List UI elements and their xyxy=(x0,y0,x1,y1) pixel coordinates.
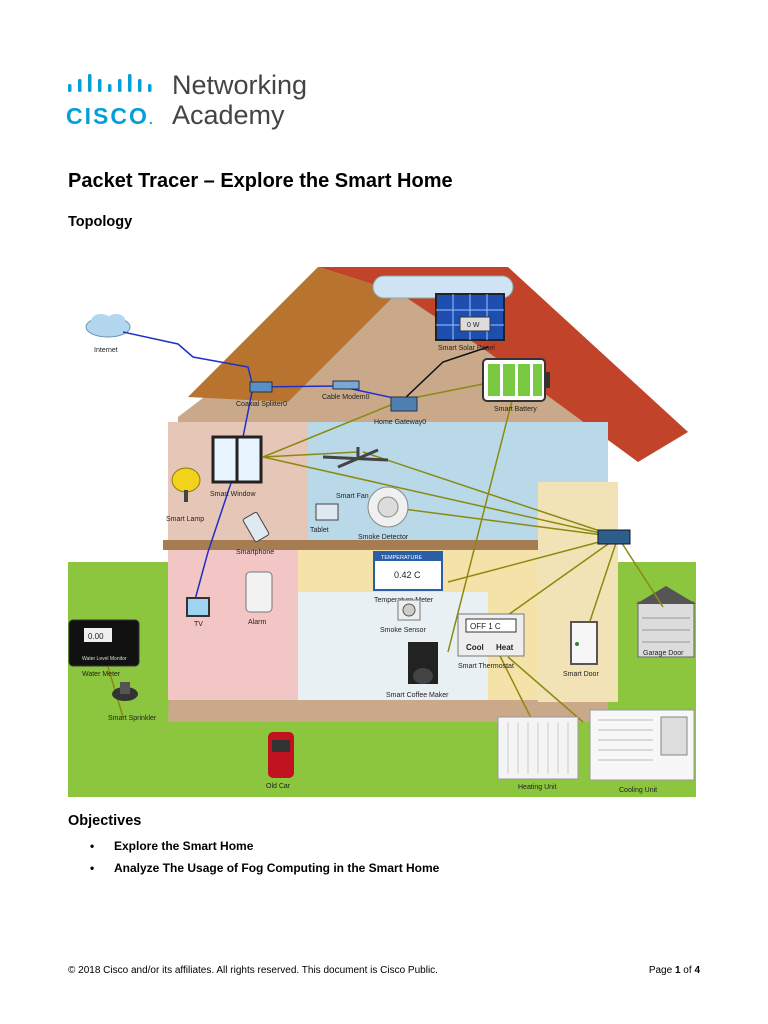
objective-item: •Analyze The Usage of Fog Computing in t… xyxy=(90,861,440,875)
tv-icon xyxy=(186,597,210,617)
wooden-roof xyxy=(188,267,398,402)
smart-door-label: Smart Door xyxy=(563,671,599,678)
internet-label: Internet xyxy=(94,347,118,354)
old-car-label: Old Car xyxy=(266,783,291,790)
sprinkler-icon xyxy=(112,682,138,701)
objectives-heading: Objectives xyxy=(68,813,142,829)
cisco-networking-academy-logo: CISCO. Networking Academy xyxy=(66,70,326,132)
heating-unit-icon xyxy=(497,716,579,780)
internet-cloud-icon xyxy=(85,314,131,338)
network-links xyxy=(107,331,664,733)
tiled-roof xyxy=(318,267,688,462)
objectives-list: •Explore the Smart Home •Analyze The Usa… xyxy=(68,838,439,882)
coffee-maker-icon xyxy=(408,642,438,684)
logo-networking-text: Networking xyxy=(172,70,308,100)
alarm-icon xyxy=(245,571,273,613)
old-car-icon xyxy=(268,732,294,778)
objective-item: •Explore the Smart Home xyxy=(90,839,254,853)
smart-lamp-icon xyxy=(171,467,201,502)
floor-slab xyxy=(163,540,613,550)
water-meter-icon xyxy=(68,619,140,667)
footer-copyright: © 2018 Cisco and/or its affiliates. All … xyxy=(68,965,438,976)
home-gateway-label: Home Gateway0 xyxy=(374,419,426,426)
cable-modem-label: Cable Modem0 xyxy=(322,394,370,401)
smartphone-label: Smartphone xyxy=(236,549,274,556)
home-gateway-icon xyxy=(390,396,418,412)
battery-icon xyxy=(482,358,550,402)
water-meter-label: Water Meter xyxy=(82,671,121,678)
coaxial-splitter-label: Coaxial Splitter0 xyxy=(236,401,287,408)
cooling-unit-icon xyxy=(589,709,695,781)
solar-panel-reading: 0 W xyxy=(467,322,480,329)
heating-unit-label: Heating Unit xyxy=(518,784,557,791)
alarm-label: Alarm xyxy=(248,619,266,626)
logo-academy-text: Academy xyxy=(172,100,285,130)
temperature-reading: 0.42 C xyxy=(394,570,421,580)
cisco-wordmark: CISCO. xyxy=(66,103,155,129)
kitchen xyxy=(298,592,488,700)
smart-door-icon xyxy=(570,621,598,665)
smart-sprinkler-label: Smart Sprinkler xyxy=(108,715,157,722)
smoke-sensor-icon xyxy=(397,599,421,621)
smartphone-icon xyxy=(242,511,270,543)
cisco-bars-icon xyxy=(68,74,152,92)
tablet-label: Tablet xyxy=(310,527,329,534)
bullet-icon: • xyxy=(90,861,95,875)
cable-modem-icon xyxy=(332,380,360,390)
temperature-header: TEMPERATURE xyxy=(381,555,422,561)
tv-label: TV xyxy=(194,621,203,628)
battery-label: Smart Battery xyxy=(494,406,537,413)
cooling-unit-label: Cooling Unit xyxy=(619,787,657,794)
smart-thermostat-icon xyxy=(457,613,525,657)
footer-page-number: Page 1 of 4 xyxy=(648,965,700,976)
smoke-detector-icon xyxy=(367,486,409,528)
smart-window-icon xyxy=(211,435,263,484)
water-meter-reading: 0.00 xyxy=(88,632,104,641)
document-title: Packet Tracer – Explore the Smart Home xyxy=(68,170,453,192)
bullet-icon: • xyxy=(90,839,95,853)
temperature-meter-icon xyxy=(373,551,443,591)
garage-door-label: Garage Door xyxy=(643,650,684,657)
smart-coffee-maker-label: Smart Coffee Maker xyxy=(386,692,449,699)
thermostat-heat: Heat xyxy=(496,643,514,652)
coaxial-splitter-icon xyxy=(249,381,273,393)
smoke-detector-label: Smoke Detector xyxy=(358,534,409,541)
mcu-board-icon xyxy=(597,529,631,545)
tablet-icon xyxy=(315,503,339,521)
solar-panel-label: Smart Solar Panel xyxy=(438,345,495,352)
smart-window-label: Smart Window xyxy=(210,491,256,498)
ceiling-fan-icon xyxy=(322,447,389,469)
side-wall xyxy=(538,482,618,702)
water-meter-caption: Water Level Monitor xyxy=(82,656,127,662)
thermostat-display: OFF 1 C xyxy=(470,622,501,631)
lower-room-left xyxy=(168,550,298,700)
solar-panel-icon xyxy=(435,293,505,341)
smart-home-topology-diagram: Internet Coaxial Splitter0 Cable Modem0 … xyxy=(68,267,696,797)
topology-heading: Topology xyxy=(68,214,133,230)
thermostat-cool: Cool xyxy=(466,643,484,652)
smart-lamp-label: Smart Lamp xyxy=(166,516,204,523)
smart-thermostat-label: Smart Thermostat xyxy=(458,663,514,670)
smoke-sensor-label: Smoke Sensor xyxy=(380,627,427,634)
smart-fan-label: Smart Fan xyxy=(336,493,369,500)
